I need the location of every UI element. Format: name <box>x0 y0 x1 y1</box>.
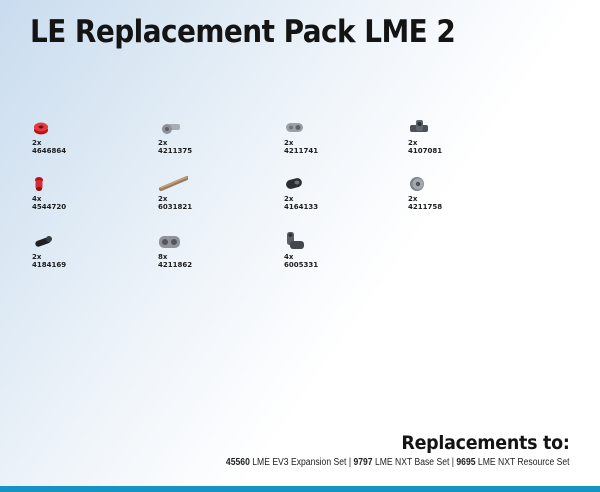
part-quantity: 8x <box>158 253 168 261</box>
part-item: 4x 6005331 <box>284 232 394 269</box>
part-number: 4646864 <box>32 147 67 155</box>
black-connector-icon <box>286 178 302 189</box>
set-name: LME EV3 Expansion Set <box>252 457 347 468</box>
part-quantity: 2x <box>32 139 42 147</box>
part-number: 4184169 <box>32 261 67 269</box>
tan-axle-icon <box>159 176 188 191</box>
part-item: 4x 4544720 <box>32 174 142 211</box>
black-pin-icon <box>35 236 52 247</box>
part-quantity: 2x <box>408 139 418 147</box>
part-quantity: 2x <box>32 253 42 261</box>
parts-grid: 2x 4646864 2x 4211375 2x 4211741 2x 4107… <box>32 118 552 298</box>
part-number: 4544720 <box>32 203 67 211</box>
set-number: 9695 <box>456 457 476 468</box>
part-number: 4211862 <box>158 261 193 269</box>
replacement-info: Replacements to: 45560 LME EV3 Expansion… <box>170 432 570 468</box>
part-number: 4211375 <box>158 147 193 155</box>
set-name: LME NXT Resource Set <box>478 457 570 468</box>
part-item: 2x 4646864 <box>32 118 142 155</box>
part-number: 4211741 <box>284 147 319 155</box>
part-item: 2x 4211758 <box>408 174 518 211</box>
dark-grey-angle-connector-icon <box>287 232 304 249</box>
part-item: 8x 4211862 <box>158 232 268 269</box>
part-quantity: 2x <box>158 195 168 203</box>
set-number: 45560 <box>226 457 251 468</box>
set-name: LME NXT Base Set <box>375 457 450 468</box>
part-quantity: 4x <box>32 195 42 203</box>
compatible-sets-line: 45560 LME EV3 Expansion Set | 9797 LME N… <box>226 457 570 468</box>
red-axle-peg-icon <box>35 177 43 191</box>
part-number: 6031821 <box>158 203 193 211</box>
part-item: 2x 4211375 <box>158 118 268 155</box>
part-quantity: 2x <box>158 139 168 147</box>
part-quantity: 2x <box>284 195 294 203</box>
grey-axle-pin-icon <box>162 124 180 134</box>
set-number: 9797 <box>353 457 374 468</box>
set-separator: | <box>449 457 457 468</box>
part-number: 4107081 <box>408 147 443 155</box>
set-separator: | <box>346 457 354 468</box>
part-number: 4164133 <box>284 203 319 211</box>
part-quantity: 2x <box>284 139 294 147</box>
part-item: 2x 4211741 <box>284 118 394 155</box>
part-item: 2x 4184169 <box>32 232 142 269</box>
replacements-heading: Replacements to: <box>401 432 570 454</box>
part-item: 2x 4107081 <box>408 118 518 155</box>
red-bush-icon <box>34 122 48 135</box>
page-title: LE Replacement Pack LME 2 <box>30 14 456 50</box>
grey-connector-icon <box>286 123 303 132</box>
part-item: 2x 4164133 <box>284 174 394 211</box>
grey-double-block-icon <box>159 236 180 248</box>
dark-grey-cross-block-icon <box>410 120 428 132</box>
part-number: 4211758 <box>408 203 443 211</box>
part-quantity: 4x <box>284 253 294 261</box>
part-quantity: 2x <box>408 195 418 203</box>
part-item: 2x 6031821 <box>158 174 268 211</box>
accent-bar <box>0 486 600 492</box>
grey-bush-icon <box>410 177 424 191</box>
part-number: 6005331 <box>284 261 319 269</box>
